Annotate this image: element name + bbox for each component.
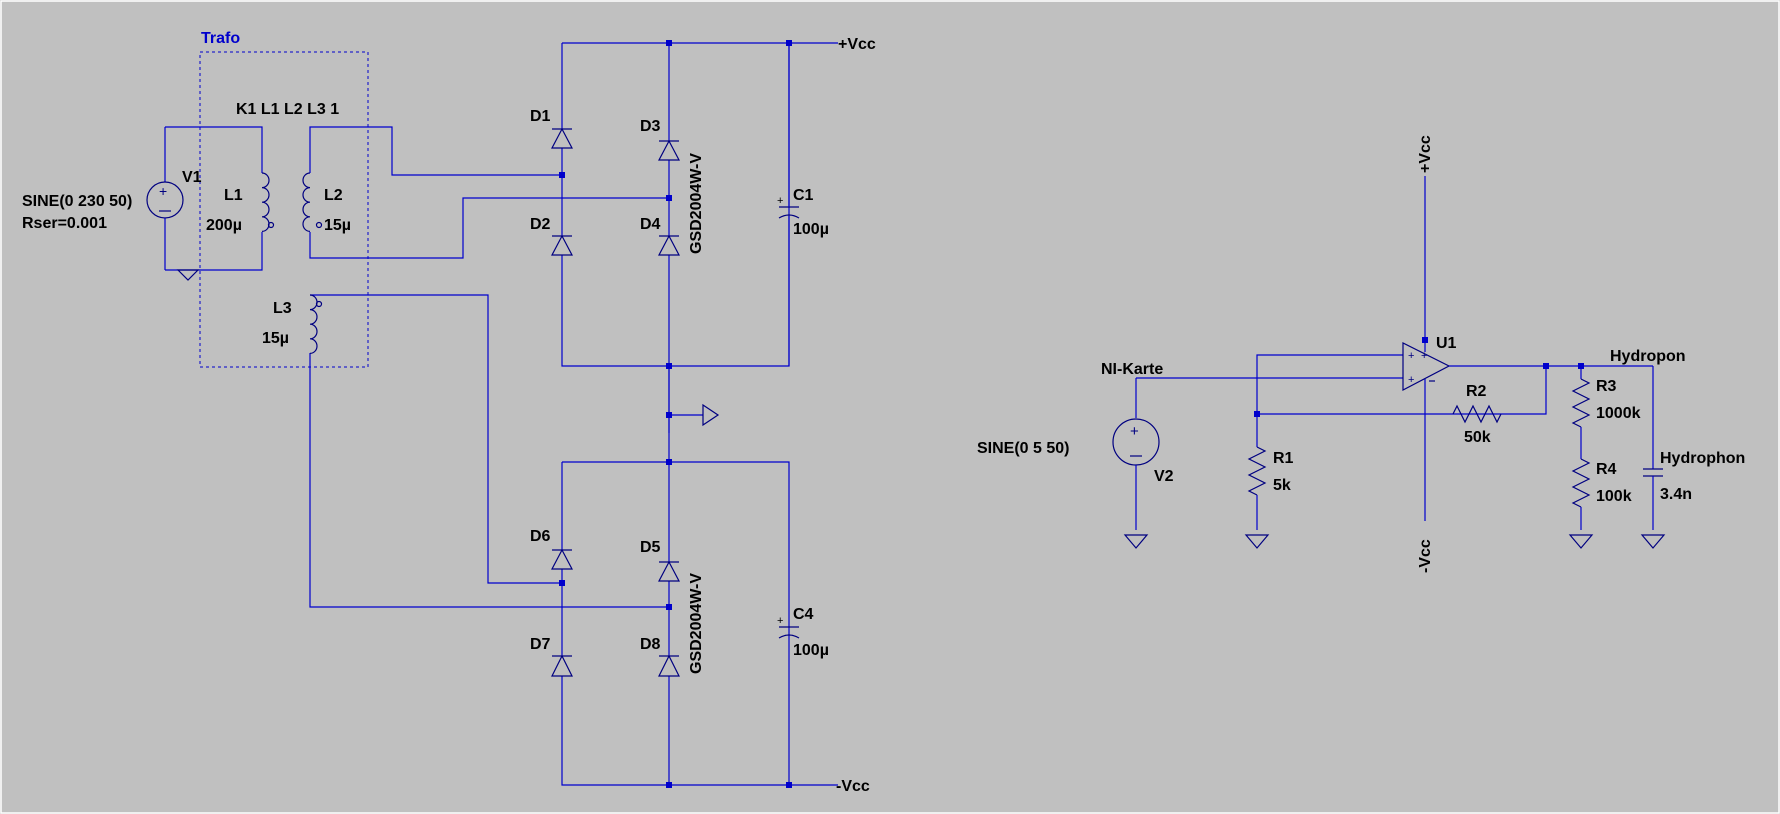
r4-value: 100k xyxy=(1596,488,1632,505)
l1-value: 200µ xyxy=(206,217,242,234)
l3-value: 15µ xyxy=(262,330,289,347)
ground-icon xyxy=(702,403,720,427)
svg-text:+: + xyxy=(159,183,167,199)
l2-name: L2 xyxy=(324,187,343,204)
junction-dots xyxy=(559,40,792,788)
net-vcc-neg: -Vcc xyxy=(836,778,870,795)
l2-value: 15µ xyxy=(324,217,351,234)
r2-name: R2 xyxy=(1466,383,1487,400)
c4-name: C4 xyxy=(793,606,814,623)
inductor-l1[interactable] xyxy=(261,172,275,232)
ground-icon xyxy=(1244,534,1270,549)
v2-name: V2 xyxy=(1154,468,1174,485)
net-vcc-pos: +Vcc xyxy=(838,36,876,53)
coupling-directive[interactable]: K1 L1 L2 L3 1 xyxy=(236,101,339,118)
l1-name: L1 xyxy=(224,187,243,204)
diode-d5[interactable] xyxy=(658,560,680,582)
svg-text:+: + xyxy=(777,195,783,207)
ground-icon xyxy=(1640,534,1666,549)
voltage-source-v1[interactable]: + xyxy=(146,127,184,270)
hydrophon-value: 3.4n xyxy=(1660,486,1692,503)
r2-value: 50k xyxy=(1464,429,1491,446)
svg-text:+: + xyxy=(1130,423,1139,440)
c4-value: 100µ xyxy=(793,642,829,659)
trafo-title: Trafo xyxy=(201,30,240,47)
svg-text:+: + xyxy=(1421,350,1427,362)
v1-name: V1 xyxy=(182,169,202,186)
inductor-l3[interactable] xyxy=(309,294,323,354)
inductor-l2[interactable] xyxy=(302,172,323,232)
v1-value: SINE(0 230 50) xyxy=(22,193,132,210)
diode-model-bottom: GSD2004W-V xyxy=(688,573,705,674)
resistor-r4[interactable] xyxy=(1571,458,1591,508)
c1-name: C1 xyxy=(793,187,814,204)
v2-value: SINE(0 5 50) xyxy=(977,440,1069,457)
l3-name: L3 xyxy=(273,300,292,317)
d5-name: D5 xyxy=(640,539,661,556)
ground-icon xyxy=(1123,534,1149,549)
d2-name: D2 xyxy=(530,216,551,233)
d6-name: D6 xyxy=(530,528,551,545)
r1-value: 5k xyxy=(1273,477,1291,494)
svg-text:+: + xyxy=(1408,374,1414,386)
net-input-label: NI-Karte xyxy=(1101,361,1163,378)
trafo-frame xyxy=(199,51,369,368)
diode-d6[interactable] xyxy=(551,548,573,570)
diode-d1[interactable] xyxy=(551,127,573,149)
resistor-r1[interactable] xyxy=(1247,446,1267,496)
opamp-u1[interactable]: + + + xyxy=(1402,342,1451,391)
d1-name: D1 xyxy=(530,108,551,125)
capacitor-c4[interactable]: + xyxy=(777,615,800,639)
d8-name: D8 xyxy=(640,636,661,653)
diode-model-top: GSD2004W-V xyxy=(688,153,705,254)
d4-name: D4 xyxy=(640,216,661,233)
r4-name: R4 xyxy=(1596,461,1617,478)
opamp-name: U1 xyxy=(1436,335,1457,352)
diode-d7[interactable] xyxy=(551,654,573,677)
resistor-r3[interactable] xyxy=(1571,378,1591,428)
svg-text:+: + xyxy=(777,615,783,627)
net-output-label: Hydropon xyxy=(1610,348,1686,365)
r1-name: R1 xyxy=(1273,450,1294,467)
opamp-vneg-label: -Vcc xyxy=(1417,539,1434,573)
opamp-vpos-label: +Vcc xyxy=(1417,135,1434,173)
ground-icon xyxy=(1568,534,1594,549)
r3-value: 1000k xyxy=(1596,405,1641,422)
diode-d2[interactable] xyxy=(551,234,573,256)
hydrophon-name: Hydrophon xyxy=(1660,450,1745,467)
svg-text:+: + xyxy=(1408,350,1414,362)
d7-name: D7 xyxy=(530,636,551,653)
diode-d8[interactable] xyxy=(658,654,680,677)
v1-rser: Rser=0.001 xyxy=(22,215,107,232)
r3-name: R3 xyxy=(1596,378,1617,395)
junction-dots xyxy=(1254,337,1584,417)
c1-value: 100µ xyxy=(793,221,829,238)
d3-name: D3 xyxy=(640,118,661,135)
diode-d3[interactable] xyxy=(658,139,680,161)
ground-icon xyxy=(176,269,200,281)
resistor-r2[interactable] xyxy=(1452,404,1502,424)
diode-d4[interactable] xyxy=(658,234,680,256)
